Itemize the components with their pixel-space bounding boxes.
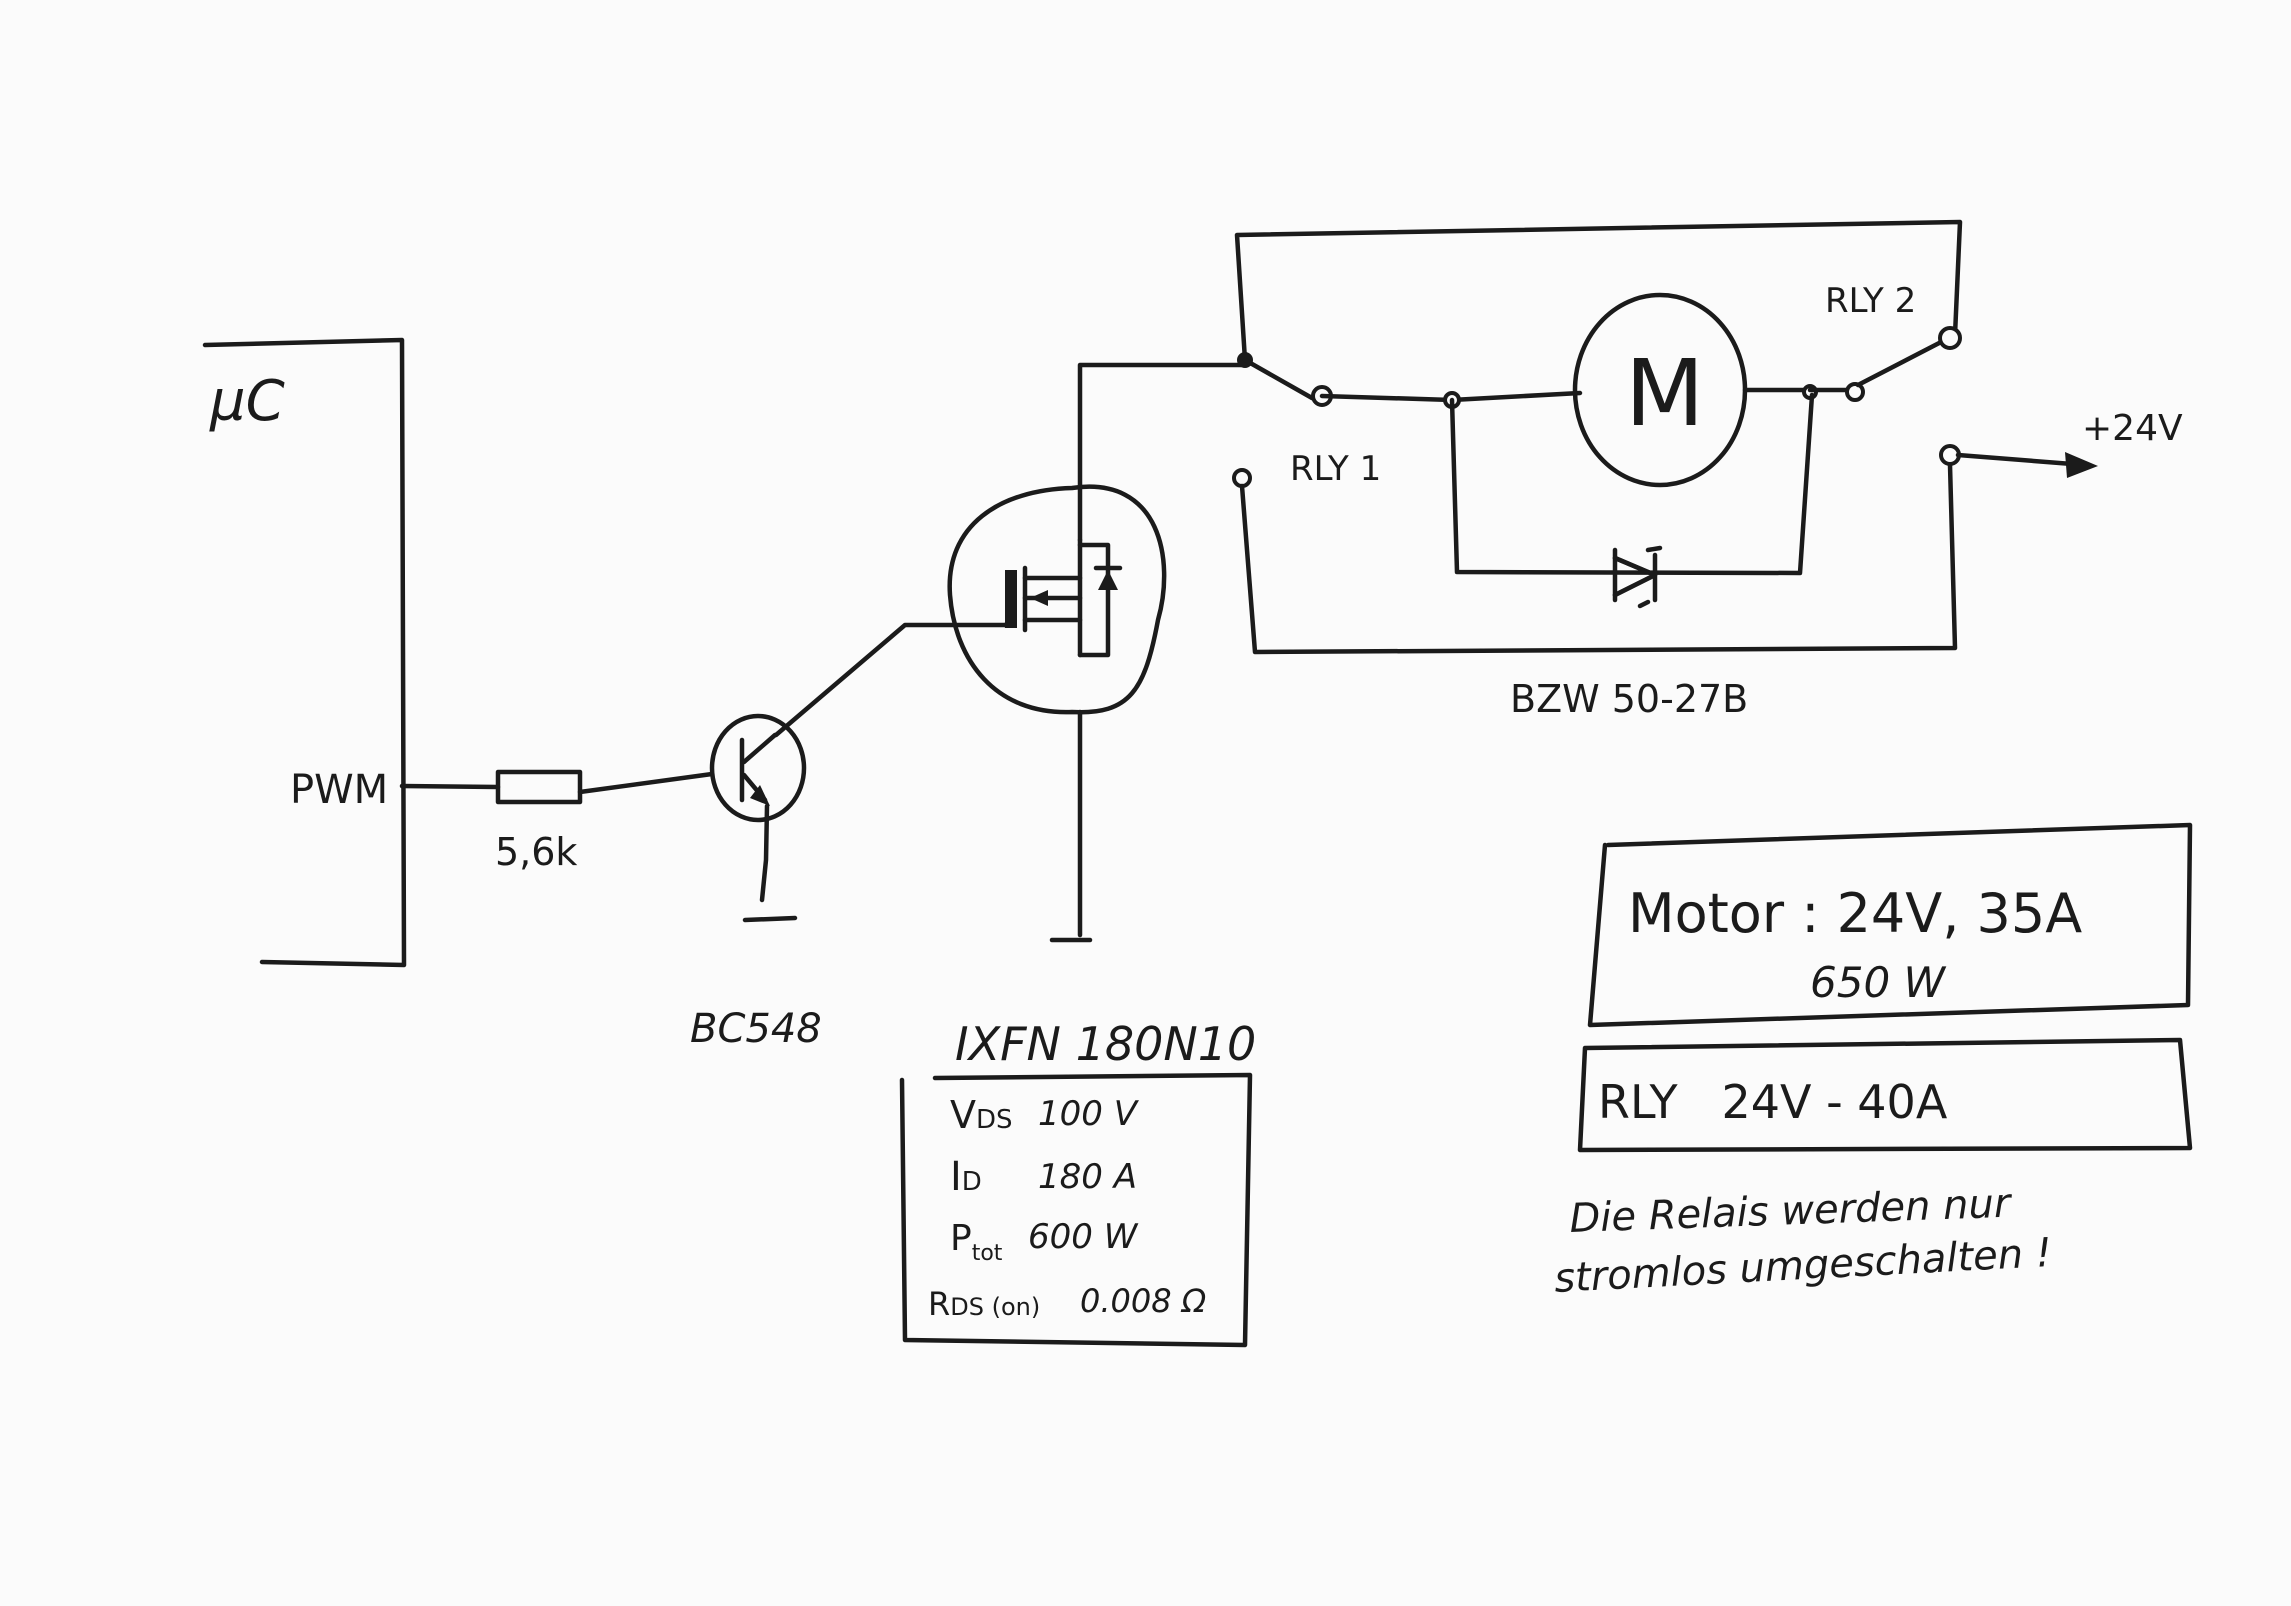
transistor-name-label: BC548 [690,1006,822,1052]
motor-symbol-label: M [1625,340,1704,447]
motor-relay-circuit: RLY 1 M RLY 2 +24V BZW 50-27B [1232,219,2183,721]
id-value: 180 A [1038,1157,1137,1197]
rds-spec: RDS (on) [928,1285,1040,1323]
bc548-transistor: BC548 [690,622,1015,1052]
ptot-value: 600 W [1028,1217,1139,1257]
pwm-pin-label: PWM [290,767,388,813]
mosfet-name-label: IXFN 180N10 [955,1017,1256,1071]
mosfet-ixfn180n10: IXFN 180N10 [947,362,1256,1071]
supply-label: +24V [2082,408,2183,449]
ptot-spec: Ptot [950,1218,1003,1266]
microcontroller-label: µC [209,369,285,434]
resistor-value-label: 5,6k [495,830,577,874]
resistor-symbol [495,769,583,805]
tvs-diode-label: BZW 50-27B [1510,677,1748,721]
rly1-no-contact [1232,468,1252,488]
motor-spec-line2: 650 W [1810,958,1947,1007]
note-line2: stromlos umgeschalten ! [1553,1230,2053,1302]
motor-spec-line1: Motor : 24V, 35A [1628,882,2082,945]
rly2-label: RLY 2 [1825,281,1916,321]
rly1-label: RLY 1 [1290,449,1381,489]
vds-spec: VDS [950,1093,1013,1137]
microcontroller-block: µC PWM [202,337,407,968]
id-spec: ID [950,1154,982,1200]
vds-value: 100 V [1038,1094,1140,1134]
rds-value: 0.008 Ω [1080,1282,1207,1320]
relay-note: Die Relais werden nur stromlos umgeschal… [1553,1181,2053,1302]
note-line1: Die Relais werden nur [1569,1181,2014,1242]
mosfet-spec-box: VDS 100 V ID 180 A Ptot 600 W RDS (on) 0… [899,1072,1253,1348]
pwm-resistor: 5,6k [399,769,715,874]
relay-spec-text: RLY 24V - 40A [1598,1075,1948,1129]
rly2-nc-contact [1845,382,1865,402]
relay-spec-box: RLY 24V - 40A [1577,1037,2193,1153]
rly2-common-contact [1938,326,1962,350]
tvs-diode-symbol [1612,545,1663,609]
motor-spec-box: Motor : 24V, 35A 650 W [1587,822,2193,1028]
